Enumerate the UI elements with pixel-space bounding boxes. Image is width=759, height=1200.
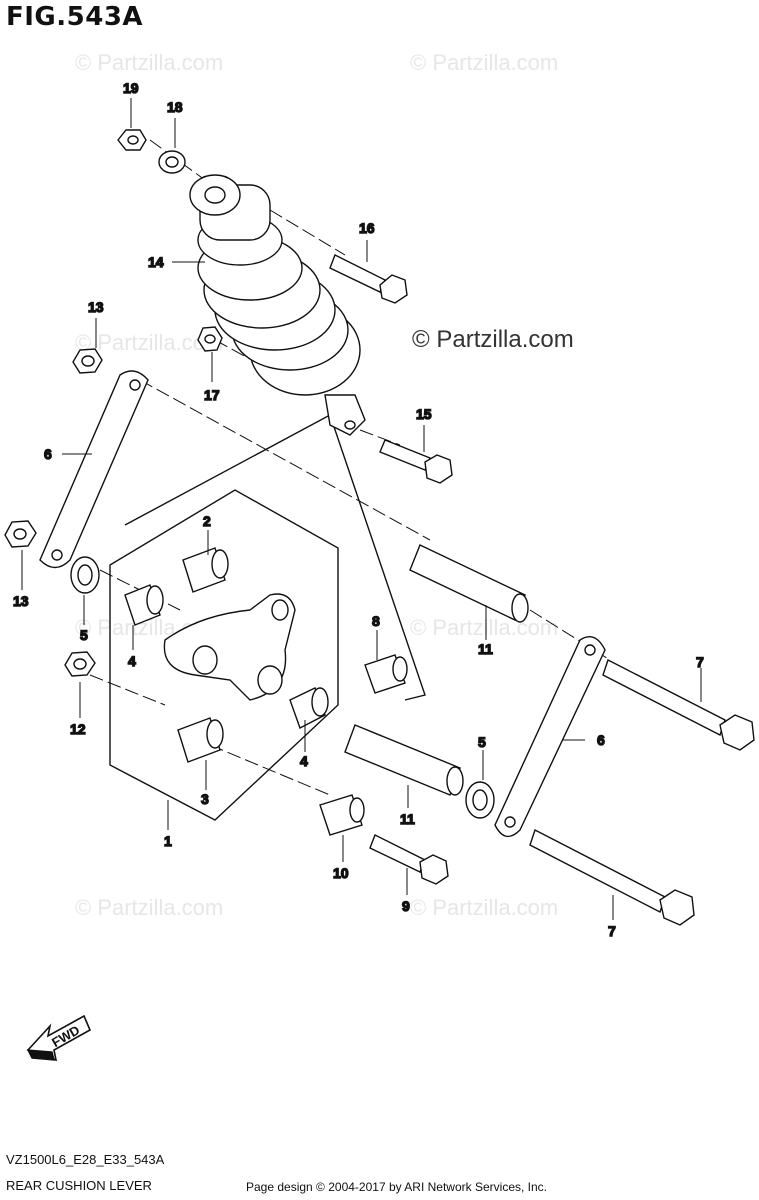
part-5-washer-left <box>70 556 100 594</box>
part-8-collar <box>364 654 408 694</box>
callout-13: 13 <box>13 593 29 609</box>
callout-4: 4 <box>128 653 136 669</box>
center-lines <box>89 139 611 796</box>
part-12-nut <box>64 651 96 677</box>
part-3-bearing <box>177 717 224 763</box>
part-18-washer <box>158 150 186 174</box>
callout-7: 7 <box>696 654 704 670</box>
diagram-name: REAR CUSHION LEVER <box>6 1178 152 1193</box>
part-7-bolt-lower <box>529 829 695 926</box>
part-4-bearing-left <box>124 584 164 626</box>
part-16-bolt <box>329 254 408 304</box>
watermark: © Partzilla.com <box>410 50 559 75</box>
callout-14: 14 <box>148 254 164 270</box>
lever-assembly-outline <box>109 489 339 821</box>
callout-7: 7 <box>608 923 616 939</box>
part-7-bolt-upper <box>602 659 755 751</box>
callout-8: 8 <box>372 613 380 629</box>
callout-1: 1 <box>164 833 172 849</box>
part-13-nut-lower <box>4 520 37 548</box>
callout-6: 6 <box>44 446 52 462</box>
callout-2: 2 <box>203 513 211 529</box>
watermark: © Partzilla.com <box>75 330 224 355</box>
callout-5: 5 <box>80 627 88 643</box>
part-9-bolt <box>369 834 449 885</box>
part-11-spacer-upper <box>409 544 529 623</box>
callout-15: 15 <box>416 406 432 422</box>
callout-16: 16 <box>359 220 375 236</box>
callout-4: 4 <box>300 753 308 769</box>
part-11-spacer-lower <box>344 724 464 796</box>
callout-11: 11 <box>400 811 415 827</box>
partzilla-watermark: © Partzilla.com <box>412 326 574 353</box>
fwd-arrow-icon: FWD <box>26 1014 92 1062</box>
callout-18: 18 <box>167 99 183 115</box>
callout-6: 6 <box>597 732 605 748</box>
callout-10: 10 <box>333 865 349 881</box>
watermark: © Partzilla.com <box>75 895 224 920</box>
callout-17: 17 <box>204 387 220 403</box>
page-credit: Page design © 2004-2017 by ARI Network S… <box>246 1180 548 1194</box>
part-14-shock-absorber <box>189 174 366 436</box>
part-19-nut <box>117 129 147 151</box>
assembly-link-lines <box>124 413 426 701</box>
part-2-bearing <box>182 547 229 593</box>
part-6-link-rod-right <box>494 636 606 838</box>
figure-title: FIG.543A <box>6 2 144 32</box>
callout-13: 13 <box>88 299 104 315</box>
watermark: © Partzilla.com <box>410 895 559 920</box>
part-5-washer-right <box>465 781 495 819</box>
callout-11: 11 <box>478 641 493 657</box>
callout-3: 3 <box>201 791 209 807</box>
diagram-code: VZ1500L6_E28_E33_543A <box>6 1152 165 1167</box>
part-6-link-rod-left <box>39 370 149 569</box>
cushion-lever-body <box>163 593 296 701</box>
watermark: © Partzilla.com <box>75 50 224 75</box>
leader-lines <box>21 98 702 920</box>
part-13-nut-upper <box>72 348 103 374</box>
callout-9: 9 <box>402 898 410 914</box>
callout-19: 19 <box>123 80 139 96</box>
part-15-bolt <box>379 439 453 484</box>
watermark: © Partzilla.com <box>410 615 559 640</box>
part-10-collar <box>319 794 365 836</box>
part-4-bearing-right <box>289 687 329 729</box>
callout-5: 5 <box>478 734 486 750</box>
part-17-nut <box>197 326 223 352</box>
callout-12: 12 <box>70 721 86 737</box>
